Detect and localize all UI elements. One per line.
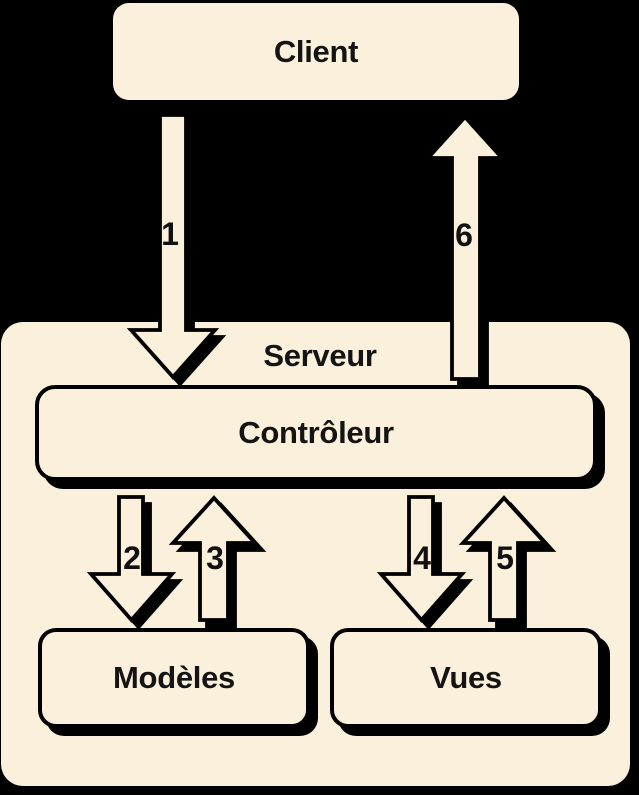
models-label: Modèles (113, 660, 235, 695)
arrow-5-label: 5 (496, 540, 514, 576)
arrow-2-label: 2 (123, 540, 141, 576)
client-node: Client (113, 3, 519, 100)
arrow-4-label: 4 (413, 540, 431, 576)
arrow-1-label: 1 (161, 216, 179, 252)
arrow-3-label: 3 (206, 540, 224, 576)
controller-label: Contrôleur (238, 415, 394, 450)
arrow-6-label: 6 (455, 217, 473, 253)
models-node: Modèles (38, 628, 310, 728)
controller-node: Contrôleur (35, 385, 597, 481)
client-label: Client (273, 33, 359, 69)
views-node: Vues (330, 628, 602, 728)
server-label: Serveur (263, 338, 377, 373)
views-label: Vues (430, 660, 502, 695)
